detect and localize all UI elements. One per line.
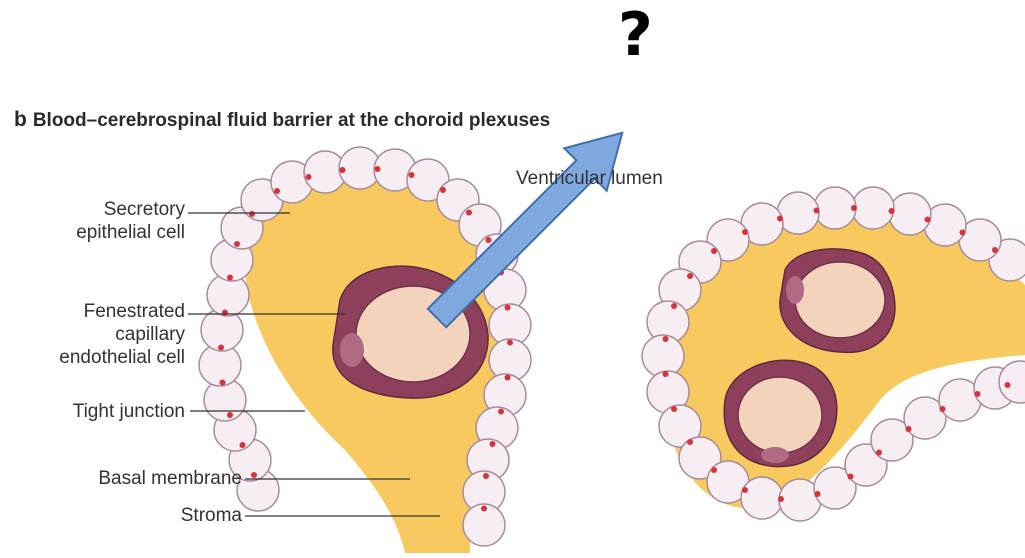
- right-epithelial-cell: [889, 193, 931, 235]
- left-tight-junction-dot: [409, 172, 415, 178]
- left-tight-junction-dot: [340, 167, 346, 173]
- left-tight-junction-dot: [249, 211, 255, 217]
- right-tight-junction-dot: [815, 491, 821, 497]
- right-tight-junction-dot: [975, 391, 981, 397]
- right-tight-junction-dot: [925, 217, 931, 223]
- right-tight-junction-dot: [663, 336, 669, 342]
- label-ventricular-lumen: Ventricular lumen: [516, 168, 663, 190]
- label-tight-junction: Tight junction: [73, 400, 185, 423]
- right-epithelial-cell: [741, 477, 783, 519]
- right-tight-junction-dot: [711, 467, 717, 473]
- capillary-right-lower: [724, 360, 837, 466]
- right-tight-junction-dot: [687, 273, 693, 279]
- left-tight-junction-dot: [498, 409, 504, 415]
- right-tight-junction-dot: [906, 426, 912, 432]
- left-tight-junction-dot: [505, 375, 511, 381]
- figure-title: b Blood–cerebrospinal fluid barrier at th…: [14, 108, 550, 132]
- right-tight-junction-dot: [876, 450, 882, 456]
- left-tight-junction-dot: [490, 441, 496, 447]
- left-tight-junction-dot: [306, 174, 312, 180]
- right-epithelial-cell: [642, 335, 684, 377]
- panel-letter: b: [14, 108, 27, 131]
- label-basal-membrane: Basal membrane: [98, 467, 242, 490]
- left-tight-junction-dot: [274, 188, 280, 194]
- label-secretory-line1: Secretory: [76, 198, 185, 221]
- right-tight-junction-dot: [814, 208, 820, 214]
- right-tight-junction-dot: [848, 474, 854, 480]
- right-tight-junction-dot: [940, 406, 946, 412]
- left-tight-junction-dot: [220, 380, 226, 386]
- capillary-right-upper: [780, 249, 895, 352]
- right-tight-junction-dot: [663, 371, 669, 377]
- right-tight-junction-dot: [778, 496, 784, 502]
- label-stroma: Stroma: [181, 504, 242, 527]
- right-tight-junction-dot: [1005, 382, 1011, 388]
- title-text: Blood–cerebrospinal fluid barrier at the…: [33, 110, 550, 131]
- left-tight-junction-dot: [486, 237, 492, 243]
- capillary-lumen-right-upper: [795, 262, 885, 338]
- right-tight-junction-dot: [671, 303, 677, 309]
- label-fenestrated-line2: capillary: [59, 323, 185, 346]
- left-tight-junction-dot: [375, 166, 381, 172]
- right-tight-junction-dot: [960, 230, 966, 236]
- left-tight-junction-dot: [481, 506, 487, 512]
- right-tight-junction-dot: [671, 406, 677, 412]
- right-tight-junction-dot: [687, 439, 693, 445]
- label-secretory-line2: epithelial cell: [76, 221, 185, 244]
- left-tight-junction-dot: [483, 473, 489, 479]
- left-tight-junction-dot: [507, 340, 513, 346]
- right-tight-junction-dot: [889, 208, 895, 214]
- endothelial-nucleus-left: [340, 333, 364, 367]
- left-tight-junction-dot: [227, 275, 233, 281]
- label-fenestrated-capillary: Fenestrated capillary endothelial cell: [59, 300, 185, 369]
- endothelial-nucleus-right-upper: [786, 276, 804, 304]
- right-epithelial-cell: [852, 187, 894, 229]
- left-tight-junction-dot: [234, 241, 240, 247]
- left-tight-junction-dot: [218, 345, 224, 351]
- right-tight-junction-dot: [711, 248, 717, 254]
- right-tight-junction-dot: [992, 247, 998, 253]
- label-fenestrated-line3: endothelial cell: [59, 346, 185, 369]
- capillary-lumen-right-lower: [738, 377, 822, 453]
- label-fenestrated-line1: Fenestrated: [59, 300, 185, 323]
- endothelial-nucleus-right-lower: [761, 447, 789, 463]
- right-tight-junction-dot: [851, 205, 857, 211]
- right-tight-junction-dot: [777, 216, 783, 222]
- left-tight-junction-dot: [251, 472, 257, 478]
- left-tight-junction-dot: [505, 305, 511, 311]
- question-mark: ?: [618, 0, 653, 70]
- left-tight-junction-dot: [440, 187, 446, 193]
- right-tight-junction-dot: [742, 229, 748, 235]
- right-epithelial-cell: [814, 187, 856, 229]
- right-tight-junction-dot: [742, 487, 748, 493]
- label-secretory-epithelial-cell: Secretory epithelial cell: [76, 198, 185, 244]
- left-tight-junction-dot: [240, 442, 246, 448]
- left-tight-junction-dot: [466, 210, 472, 216]
- left-tight-junction-dot: [227, 412, 233, 418]
